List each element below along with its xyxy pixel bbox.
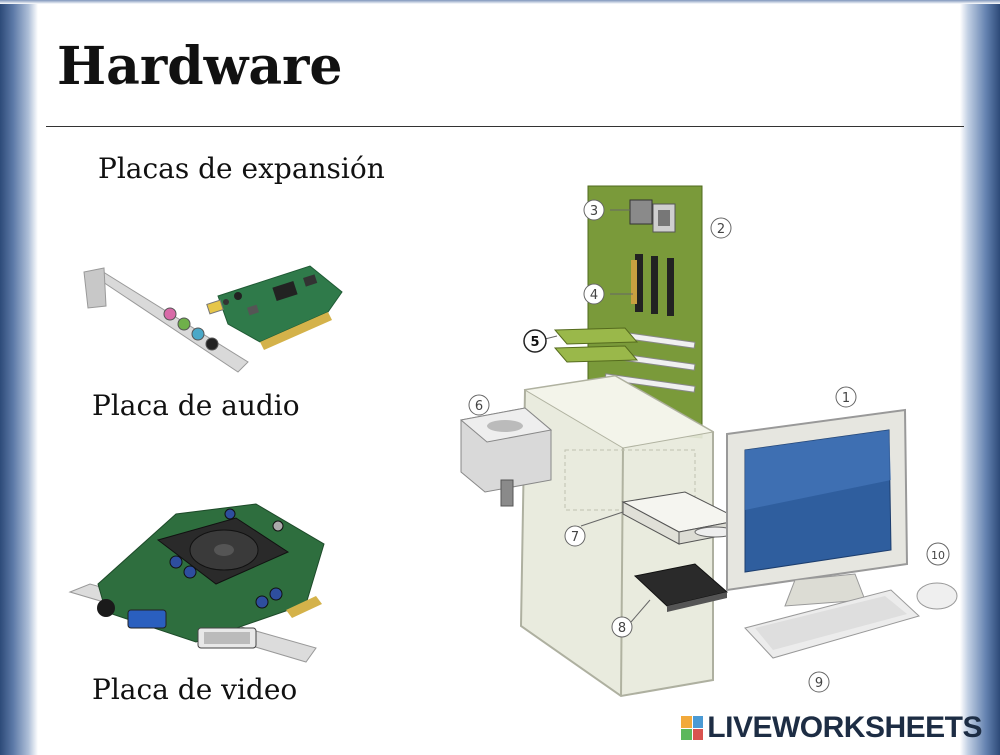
computer-parts-diagram: 1 2 3 4 5 6 7 8 9 10 bbox=[455, 180, 970, 700]
svg-text:8: 8 bbox=[618, 621, 626, 636]
left-frame-gradient bbox=[0, 0, 38, 755]
video-caption: Placa de video bbox=[92, 673, 297, 706]
title-divider bbox=[46, 126, 964, 127]
top-frame-shade bbox=[0, 0, 1000, 4]
svg-text:1: 1 bbox=[842, 391, 850, 406]
svg-text:5: 5 bbox=[530, 335, 539, 350]
callout-5: 5 bbox=[524, 330, 546, 352]
slide-title: Hardware bbox=[57, 36, 343, 97]
logo-mark-icon bbox=[681, 716, 703, 740]
mouse bbox=[917, 583, 957, 609]
audio-card-image bbox=[78, 262, 350, 380]
callout-1: 1 bbox=[836, 387, 856, 407]
expansion-card bbox=[555, 328, 637, 344]
svg-text:9: 9 bbox=[815, 676, 823, 691]
svg-text:3: 3 bbox=[590, 204, 598, 219]
svg-text:7: 7 bbox=[571, 530, 579, 545]
svg-text:2: 2 bbox=[717, 222, 725, 237]
callout-3: 3 bbox=[584, 200, 604, 220]
liveworksheets-logo: LIVEWORKSHEETS bbox=[681, 711, 982, 745]
slide-subtitle: Placas de expansión bbox=[98, 152, 385, 185]
callout-2: 2 bbox=[711, 218, 731, 238]
callout-8: 8 bbox=[612, 617, 632, 637]
svg-text:4: 4 bbox=[590, 288, 598, 303]
audio-caption: Placa de audio bbox=[92, 389, 300, 422]
cpu bbox=[630, 200, 652, 224]
video-card-image bbox=[66, 500, 328, 668]
callout-10: 10 bbox=[927, 543, 949, 565]
svg-text:6: 6 bbox=[475, 399, 483, 414]
callout-9: 9 bbox=[809, 672, 829, 692]
callout-4: 4 bbox=[584, 284, 604, 304]
svg-text:10: 10 bbox=[931, 549, 945, 562]
logo-text: LIVEWORKSHEETS bbox=[707, 711, 982, 745]
callout-7: 7 bbox=[565, 526, 585, 546]
callout-6: 6 bbox=[469, 395, 489, 415]
